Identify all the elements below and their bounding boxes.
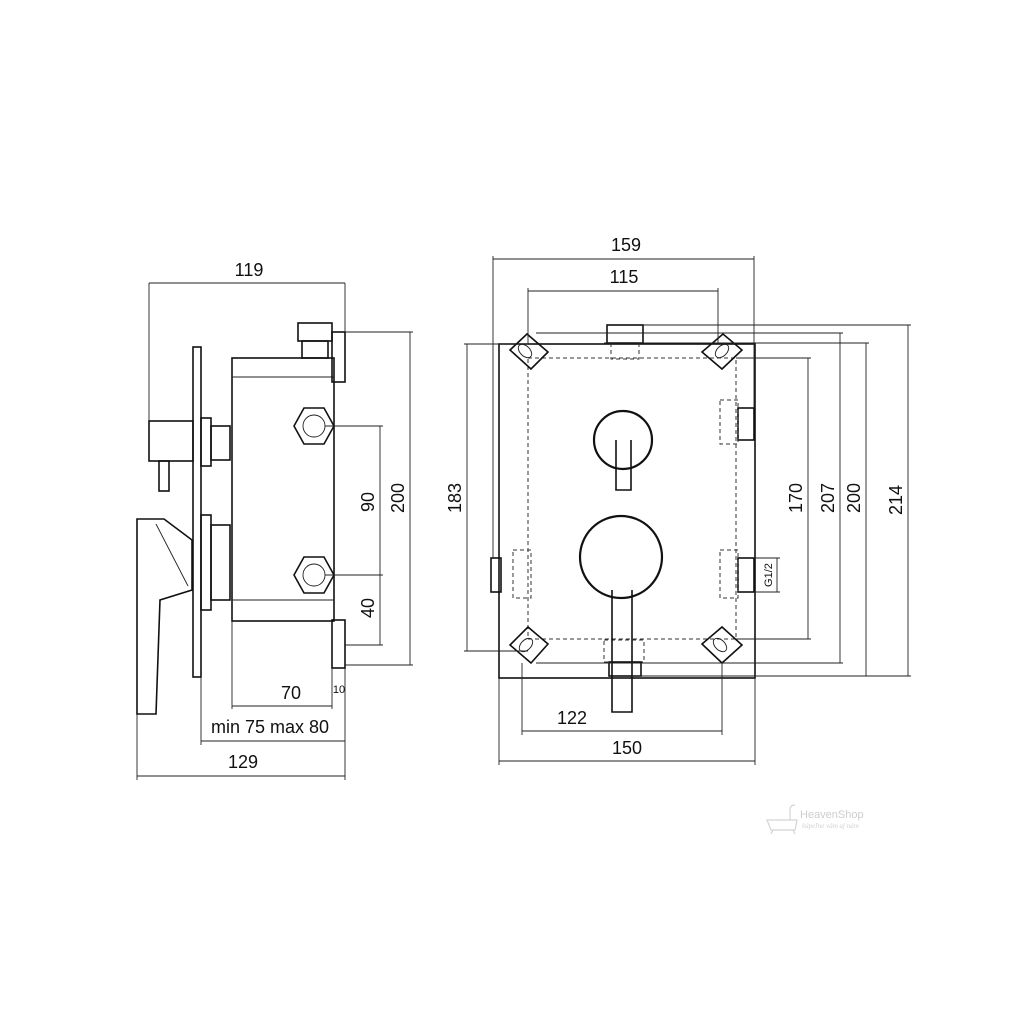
valve-body bbox=[231, 357, 335, 622]
upper-diverter-knob bbox=[592, 409, 654, 471]
dim-label-115: 115 bbox=[610, 267, 639, 287]
lower-hex-bore bbox=[302, 563, 326, 587]
dim-label-70: 70 bbox=[281, 683, 301, 703]
thread-label: G1/2 bbox=[763, 563, 775, 587]
dim-label-159: 159 bbox=[611, 235, 641, 255]
lower-flange bbox=[200, 514, 212, 611]
mounting-ear-top-right bbox=[700, 332, 744, 371]
upper-flange-ring bbox=[210, 425, 231, 461]
wall-plate bbox=[192, 346, 202, 678]
front-outer-plate bbox=[498, 343, 756, 679]
right-upper-outlet-hidden bbox=[719, 399, 739, 445]
dim-label-119: 119 bbox=[235, 260, 264, 280]
lower-hex-nut bbox=[293, 556, 335, 594]
left-inlet-hidden bbox=[512, 549, 532, 599]
dim-label-170: 170 bbox=[786, 483, 806, 513]
lower-mixer-knob bbox=[578, 514, 664, 600]
mounting-ear-bottom-right bbox=[700, 625, 744, 665]
dim-label-214: 214 bbox=[886, 485, 906, 515]
left-inlet bbox=[490, 557, 502, 593]
bottom-right-stub bbox=[331, 619, 346, 669]
right-lower-outlet bbox=[737, 557, 755, 593]
right-upper-outlet bbox=[737, 407, 755, 441]
dim-label-200: 200 bbox=[388, 483, 408, 513]
lower-lever-handle bbox=[136, 518, 193, 715]
bottom-connector bbox=[608, 661, 642, 677]
upper-knob-lever bbox=[615, 440, 632, 491]
dim-label-10: 10 bbox=[333, 684, 345, 696]
top-connector-neck bbox=[301, 340, 329, 359]
dim-label-207: 207 bbox=[818, 483, 838, 513]
watermark: HeavenShop kúpeľne vám aj nám bbox=[766, 804, 864, 835]
right-lower-outlet-hidden bbox=[719, 549, 739, 599]
front-view: 159 115 183 170 207 200 214 bbox=[445, 235, 911, 765]
mounting-ear-top-left bbox=[508, 332, 550, 371]
dim-label-122: 122 bbox=[557, 708, 587, 728]
dim-label-90: 90 bbox=[358, 492, 378, 512]
upper-flange bbox=[200, 417, 212, 467]
dim-label-200: 200 bbox=[844, 483, 864, 513]
upper-hex-bore bbox=[302, 414, 326, 438]
dim-label-150: 150 bbox=[612, 738, 642, 758]
upper-hex-nut bbox=[293, 407, 335, 445]
lower-flange-ring bbox=[210, 524, 231, 601]
upper-knob-lever bbox=[158, 460, 170, 492]
lower-mixer-lever bbox=[611, 590, 633, 713]
bathtub-icon bbox=[766, 804, 798, 835]
dim-label-183: 183 bbox=[445, 483, 465, 513]
watermark-brand: HeavenShop bbox=[800, 809, 864, 821]
upper-knob bbox=[148, 420, 194, 462]
front-top-connector-hidden bbox=[610, 342, 640, 360]
top-connector-nut bbox=[297, 322, 333, 342]
dim-label-range: min 75 max 80 bbox=[211, 717, 329, 737]
dim-label-129: 129 bbox=[228, 752, 258, 772]
mounting-ear-bottom-left bbox=[508, 625, 550, 665]
front-top-connector bbox=[606, 324, 644, 344]
dim-label-40: 40 bbox=[358, 598, 378, 618]
lever-contour bbox=[155, 523, 189, 587]
watermark-tagline: kúpeľne vám aj nám bbox=[802, 822, 859, 830]
side-view: 119 200 90 40 70 10 min 75 max 80 129 bbox=[136, 260, 413, 780]
bottom-connector-hidden bbox=[603, 639, 645, 663]
top-right-stub bbox=[331, 331, 346, 383]
